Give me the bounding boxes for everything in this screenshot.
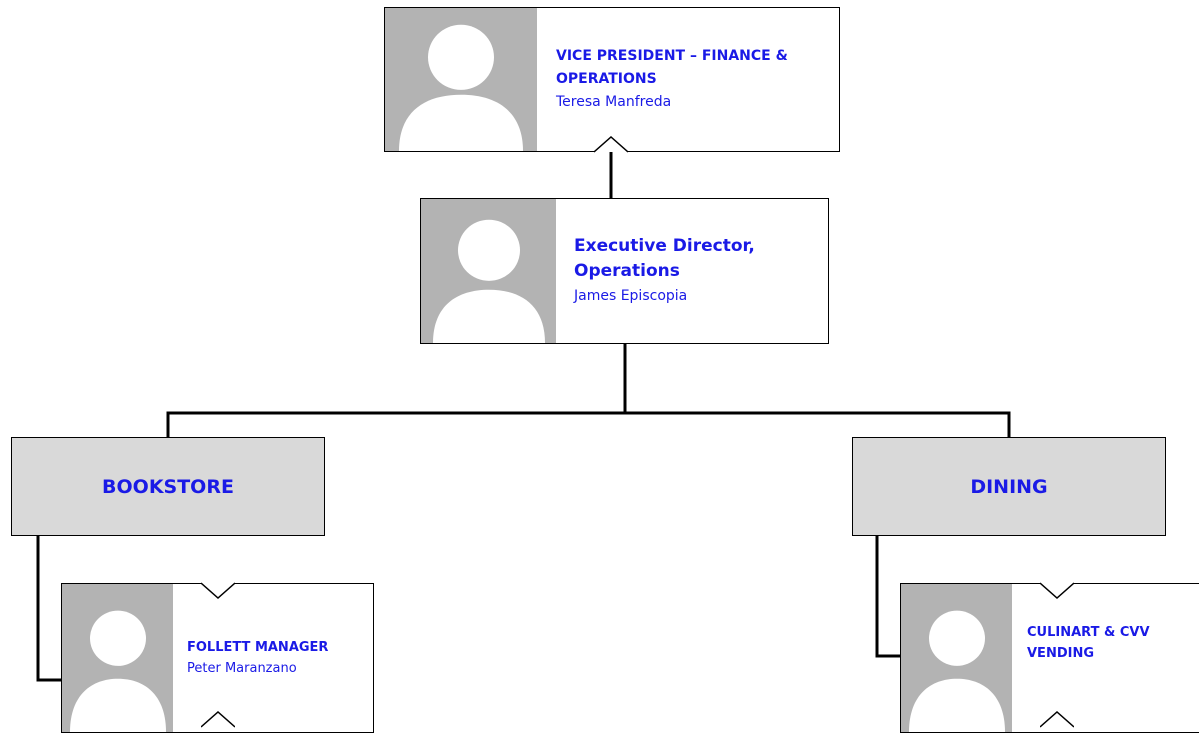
follett-bottom-notch [201, 711, 235, 728]
vp-card: VICE PRESIDENT – FINANCE & OPERATIONS Te… [384, 7, 840, 152]
culinart-photo [901, 584, 1012, 732]
person-silhouette-icon [909, 610, 1005, 732]
exec-photo [421, 199, 556, 343]
follett-name: Peter Maranzano [187, 661, 297, 676]
exec-card: Executive Director, Operations James Epi… [420, 198, 829, 344]
vp-name: Teresa Manfreda [556, 94, 672, 110]
person-silhouette-icon [399, 24, 523, 151]
person-silhouette-icon [70, 610, 166, 732]
dining-group: DINING [852, 437, 1166, 536]
culinart-text: CULINART & CVV VENDING [1027, 584, 1197, 732]
culinart-top-notch [1040, 582, 1074, 599]
exec-name: James Episcopia [574, 287, 688, 304]
culinart-bottom-notch [1040, 711, 1074, 728]
follett-photo [62, 584, 173, 732]
exec-role: Executive Director, Operations [574, 235, 755, 281]
connector-branch-bar [166, 411, 1011, 438]
connector-bookstore-follett [36, 535, 62, 682]
vp-text: VICE PRESIDENT – FINANCE & OPERATIONS Te… [556, 8, 829, 151]
dining-label: DINING [970, 475, 1048, 498]
follett-top-notch [201, 582, 235, 599]
vp-notch [594, 136, 628, 153]
follett-card: FOLLETT MANAGER Peter Maranzano [61, 583, 374, 733]
vp-role: VICE PRESIDENT – FINANCE & OPERATIONS [556, 48, 788, 87]
exec-text: Executive Director, Operations James Epi… [574, 199, 818, 343]
culinart-role: CULINART & CVV VENDING [1027, 625, 1150, 661]
vp-photo [385, 8, 537, 151]
follett-text: FOLLETT MANAGER Peter Maranzano [187, 584, 367, 732]
connector-dining-culinart [875, 535, 902, 658]
bookstore-group: BOOKSTORE [11, 437, 325, 536]
bookstore-label: BOOKSTORE [102, 475, 234, 498]
person-silhouette-icon [433, 219, 545, 343]
follett-role: FOLLETT MANAGER [187, 640, 329, 655]
culinart-card: CULINART & CVV VENDING [900, 583, 1199, 733]
